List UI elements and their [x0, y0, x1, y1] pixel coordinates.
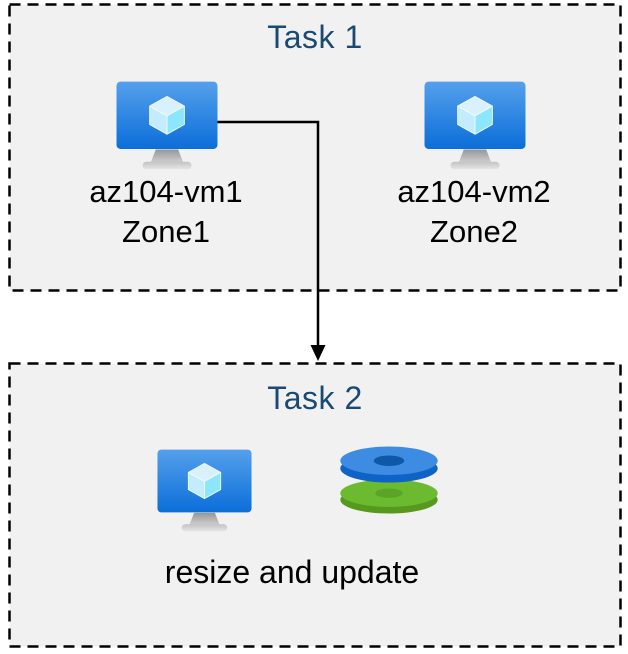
vm1-virtual-machine-icon — [116, 81, 218, 170]
arrowhead-icon — [310, 345, 326, 361]
vm2-name: az104-vm2 — [397, 174, 551, 209]
task2-disks-icon — [340, 446, 438, 514]
vm1-label: az104-vm1 Zone1 — [56, 172, 276, 252]
vm1-name: az104-vm1 — [89, 174, 243, 209]
task2-caption: resize and update — [164, 554, 420, 590]
vm2-zone: Zone2 — [430, 214, 518, 249]
task1-title: Task 1 — [267, 19, 363, 55]
task2-virtual-machine-icon — [157, 449, 252, 532]
vm2-label: az104-vm2 Zone2 — [364, 172, 584, 252]
vm2-virtual-machine-icon — [424, 81, 526, 170]
task1-box: Task 1 az104-vm1 Zone1 — [8, 3, 622, 291]
vm1-zone: Zone1 — [122, 214, 210, 249]
task2-box: Task 2 resize and update — [8, 362, 622, 648]
task2-title: Task 2 — [267, 380, 363, 416]
